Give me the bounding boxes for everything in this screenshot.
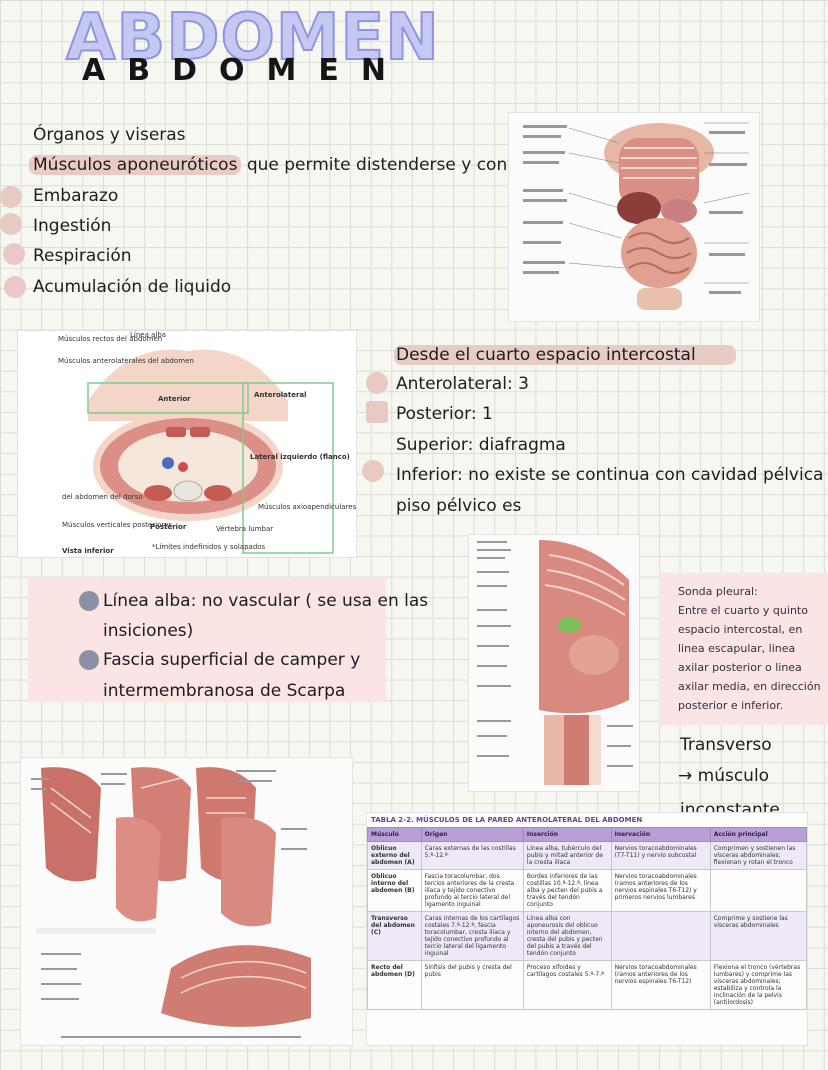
label-posterior: Posterior	[150, 523, 187, 531]
table-cell: Oblicuo interno del abdomen (B)	[367, 869, 422, 912]
intro-item-respiracion: Respiración	[33, 246, 132, 266]
table-cell: Nervios toracoabdominales (ramos anterio…	[610, 869, 711, 912]
abdominal-organs-drawing	[509, 113, 759, 321]
table-cell: Nervios toracoabdominales (T7-T11) y ner…	[610, 841, 711, 870]
bullet-dot-blue	[79, 650, 99, 670]
bullet-dot	[0, 213, 22, 235]
label-anterolaterales: Músculos anterolaterales del abdomen	[58, 357, 194, 365]
limits-superior: Superior: diafragma	[396, 435, 566, 455]
sonda-line: espacio intercostal, en	[678, 623, 803, 636]
note-fascia-2: intermembranosa de Scarpa	[103, 681, 346, 701]
table-cell: Comprimen y sostienen las vísceras abdom…	[709, 841, 808, 870]
table-row: Transverso del abdomen (C) Caras interna…	[367, 911, 808, 961]
table-header: Inserción	[522, 827, 612, 842]
table-header-row: Músculo Origen Inserción Inervación Acci…	[367, 827, 808, 842]
label-rectos: Músculos rectos del abdomen	[58, 335, 162, 343]
table-cell: Caras externas de las costillas 5.ª-12.ª	[420, 841, 524, 870]
table-cell: Caras internas de los cartílagos costale…	[420, 911, 524, 961]
table-cell: Línea alba, tubérculo del pubis y mitad …	[522, 841, 612, 870]
intro-line-musculos-rest: que permite distenderse y contraerse	[241, 155, 569, 175]
limits-anterolateral: Anterolateral: 3	[396, 374, 529, 394]
bullet-dot	[4, 276, 26, 298]
table-cell: Proceso xifoides y cartílagos costales 5…	[522, 960, 612, 1010]
transverso-line-1: Transverso	[680, 735, 772, 755]
label-vertebra: Vértebra lumbar	[216, 525, 273, 533]
highlight-limits-heading: Desde el cuarto espacio intercostal	[394, 345, 736, 365]
label-lateral: Lateral izquierdo (flanco)	[250, 453, 350, 461]
label-anterior: Anterior	[158, 395, 191, 403]
intro-line-musculos: Músculos aponeuróticos que permite diste…	[29, 150, 568, 180]
bullet-dot	[362, 460, 384, 482]
table-header: Músculo	[367, 827, 422, 842]
muscles-table-panel: TABLA 2-2. MÚSCULOS DE LA PARED ANTEROLA…	[366, 812, 808, 1046]
sonda-line: posterior e inferior.	[678, 699, 784, 712]
muscles-table: Músculo Origen Inserción Inervación Acci…	[367, 827, 808, 1010]
table-header: Acción principal	[709, 827, 808, 842]
table-row: Recto del abdomen (D) Sínfisis del pubis…	[367, 960, 808, 1010]
bullet-dot	[366, 372, 388, 394]
label-dorso: del abdomen del dorso	[62, 493, 143, 501]
table-cell: Fascia toracolumbar, dos tercios anterio…	[420, 869, 524, 912]
bullet-square	[366, 401, 388, 423]
abdominal-wall-drawing	[469, 535, 639, 791]
note-linea-alba-1: Línea alba: no vascular ( se usa en las	[103, 591, 429, 611]
transverso-line-2: → músculo	[678, 766, 770, 786]
muscle-layers-drawing	[21, 758, 352, 1045]
sonda-line: axilar posterior o linea	[678, 661, 802, 674]
table-row: Oblicuo externo del abdomen (A) Caras ex…	[367, 841, 808, 870]
cross-section-drawing: Músculos rectos del abdomen Línea alba M…	[18, 331, 356, 557]
table-cell: Línea alba con aponeurosis del oblicuo i…	[522, 911, 612, 961]
bullet-dot-blue	[79, 591, 99, 611]
table-cell: Oblicuo externo del abdomen (A)	[367, 841, 422, 870]
table-cell: Flexiona el tronco (vértebras lumbares) …	[709, 960, 808, 1010]
table-cell: Sínfisis del pubis y cresta del pubis	[420, 960, 524, 1010]
abdominal-cross-section-illustration: Músculos rectos del abdomen Línea alba M…	[17, 330, 357, 558]
note-linea-alba-2: insiciones)	[103, 621, 194, 641]
label-vista: Vista inferior	[62, 547, 114, 555]
table-cell: Comprime y sostiene las vísceras abdomin…	[709, 911, 808, 961]
label-verticales: Músculos verticales posteriores	[62, 521, 172, 529]
table-cell: Transverso del abdomen (C)	[367, 911, 422, 961]
sonda-line: axilar media, en dirección	[678, 680, 821, 693]
intro-item-embarazo: Embarazo	[33, 186, 119, 206]
intro-item-acumulacion: Acumulación de liquido	[33, 277, 232, 297]
table-header: Inervación	[610, 827, 711, 842]
table-caption: TABLA 2-2. MÚSCULOS DE LA PARED ANTEROLA…	[371, 816, 643, 824]
title-outline: ABDOMEN	[65, 1, 440, 75]
page-title: ABDOMEN	[82, 53, 408, 88]
sonda-text: Sonda pleural: Entre el cuarto y quinto …	[659, 573, 828, 715]
table-header: Origen	[420, 827, 524, 842]
abdominal-organs-illustration	[508, 112, 760, 322]
label-anterolateral: Anterolateral	[254, 391, 307, 399]
sonda-line: linea escapular, linea	[678, 642, 796, 655]
sonda-pleural-box: Sonda pleural: Entre el cuarto y quinto …	[659, 573, 828, 725]
table-cell	[610, 911, 711, 961]
intro-item-ingestion: Ingestión	[33, 216, 112, 236]
limits-inferior-1: Inferior: no existe se continua con cavi…	[396, 465, 828, 485]
abdominal-wall-illustration	[468, 534, 640, 792]
label-axio: Músculos axioapendiculares*	[258, 503, 356, 511]
sonda-line: Sonda pleural:	[678, 585, 758, 598]
label-alba: Línea alba	[130, 331, 166, 339]
bullet-dot	[0, 186, 22, 208]
bullet-dot	[3, 243, 25, 265]
note-fascia-1: Fascia superficial de camper y	[103, 650, 361, 670]
limits-heading: Desde el cuarto espacio intercostal	[394, 340, 736, 370]
label-nota: *Límites indefinidos y solapados	[152, 543, 266, 551]
table-cell	[709, 869, 808, 912]
limits-posterior: Posterior: 1	[396, 404, 493, 424]
table-cell: Nervios toracoabdominales (ramos anterio…	[610, 960, 711, 1010]
abdominal-muscles-layers-illustration	[20, 757, 353, 1046]
sonda-line: Entre el cuarto y quinto	[678, 604, 808, 617]
intro-line-organos: Órganos y viseras	[33, 125, 186, 145]
table-cell: Bordes inferiores de las costillas 10.ª-…	[522, 869, 612, 912]
table-cell: Recto del abdomen (D)	[367, 960, 422, 1010]
highlight-musculos: Músculos aponeuróticos	[29, 155, 242, 175]
limits-inferior-2: piso pélvico es	[396, 496, 522, 516]
table-row: Oblicuo interno del abdomen (B) Fascia t…	[367, 869, 808, 912]
